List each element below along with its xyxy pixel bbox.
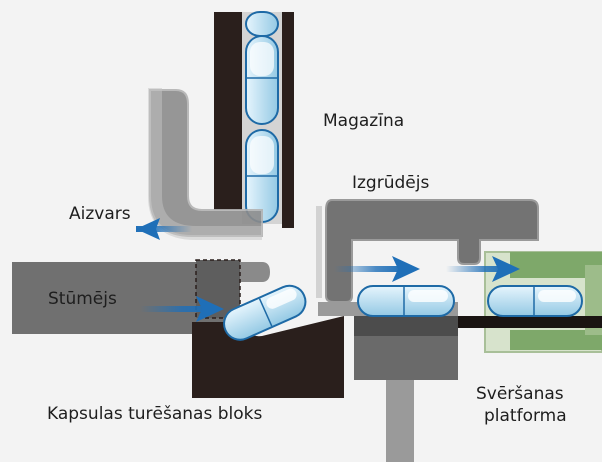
- capsule-icon: [245, 129, 279, 223]
- label-ejector: Izgrūdējs: [352, 173, 430, 193]
- flow-arrow-icon: [446, 256, 520, 282]
- support-block: [354, 316, 458, 462]
- label-magazine: Magazīna: [323, 111, 405, 131]
- shutter: [148, 88, 263, 240]
- label-holding-block: Kapsulas turēšanas bloks: [47, 404, 263, 424]
- label-shutter: Aizvars: [69, 204, 131, 224]
- ejector: [316, 199, 539, 303]
- flow-arrow-icon: [140, 296, 224, 322]
- capsule-icon: [223, 284, 307, 341]
- label-pusher: Stūmējs: [48, 289, 117, 309]
- capsule-icon: [245, 11, 279, 37]
- capsule-icon: [245, 35, 279, 125]
- flow-arrow-icon: [136, 218, 192, 240]
- flow-arrow-icon: [334, 256, 420, 282]
- capsule-icon: [487, 285, 583, 317]
- capsule-icon: [357, 285, 455, 317]
- label-weighing-2: platforma: [484, 406, 567, 426]
- label-weighing-1: Svēršanas: [476, 384, 564, 404]
